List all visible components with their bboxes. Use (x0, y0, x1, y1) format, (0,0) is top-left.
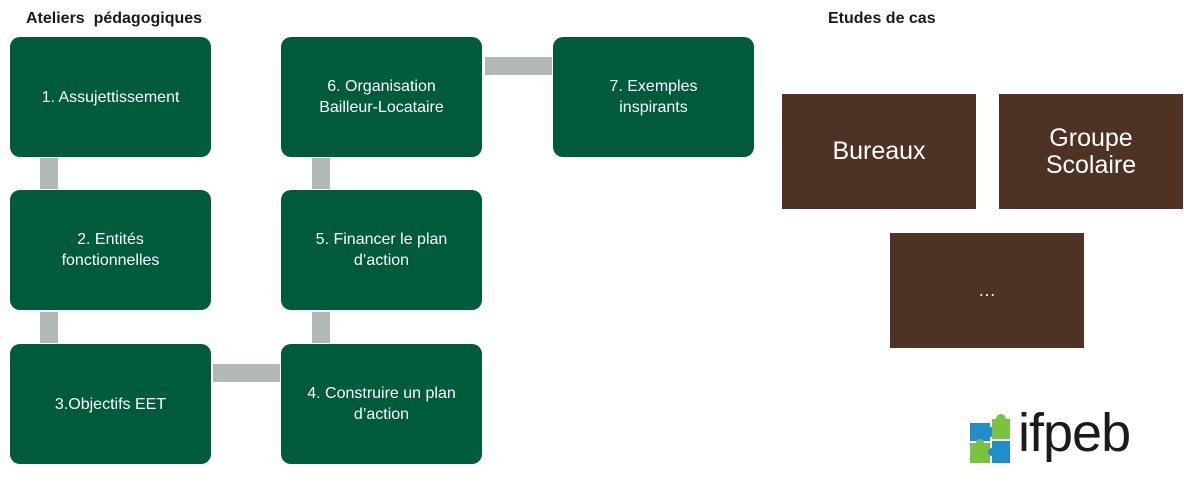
connector-3-4 (213, 364, 280, 382)
step-7-label: 7. Exemples inspirants (609, 78, 698, 116)
puzzle-icon (970, 414, 1010, 463)
ateliers-heading: Ateliers pédagogiques (26, 10, 203, 27)
step-3-objectifs-eet[interactable]: 3.Objectifs EET (10, 344, 211, 464)
case-bureaux[interactable]: Bureaux (782, 94, 976, 209)
step-5-financer-plan[interactable]: 5. Financer le plan d’action (281, 190, 482, 310)
case-bureaux-label: Bureaux (832, 137, 926, 165)
step-5-label: 5. Financer le plan d’action (315, 231, 448, 269)
step-1-label: 1. Assujettissement (41, 88, 180, 106)
connector-6-7 (485, 57, 552, 75)
step-6-organisation[interactable]: 6. Organisation Bailleur-Locataire (281, 37, 482, 157)
connector-5-6 (312, 158, 330, 189)
case-more[interactable]: … (890, 233, 1084, 348)
step-1-assujettissement[interactable]: 1. Assujettissement (10, 37, 211, 157)
connector-4-5 (312, 312, 330, 343)
step-3-label: 3.Objectifs EET (54, 395, 167, 413)
step-4-label: 4. Construire un plan d’action (307, 385, 456, 423)
step-2-label: 2. Entités fonctionnelles (61, 231, 160, 269)
step-4-construire-plan[interactable]: 4. Construire un plan d’action (281, 344, 482, 464)
step-2-entites-fonctionnelles[interactable]: 2. Entités fonctionnelles (10, 190, 211, 310)
case-groupe-scolaire-label: Groupe Scolaire (1045, 123, 1137, 179)
case-more-label: … (978, 280, 996, 300)
case-groupe-scolaire[interactable]: Groupe Scolaire (999, 94, 1183, 209)
connector-2-3 (40, 312, 58, 343)
ifpeb-logo-text: ifpeb (1018, 403, 1131, 463)
etudes-heading: Etudes de cas (828, 10, 936, 27)
connector-1-2 (40, 158, 58, 189)
step-6-label: 6. Organisation Bailleur-Locataire (319, 78, 444, 116)
step-7-exemples[interactable]: 7. Exemples inspirants (553, 37, 754, 157)
